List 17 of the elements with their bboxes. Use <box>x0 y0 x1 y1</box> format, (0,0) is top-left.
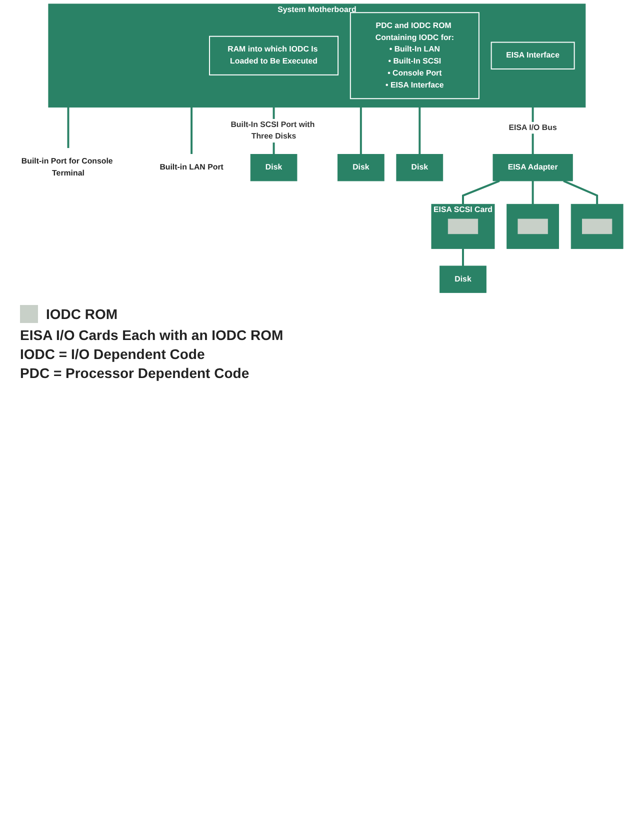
connector <box>563 180 598 204</box>
connector <box>532 180 534 204</box>
connector <box>418 107 421 154</box>
connector <box>190 107 193 154</box>
note-text: IODC = I/O Dependent Code <box>20 346 206 362</box>
connector <box>67 107 70 148</box>
node-box <box>582 218 612 234</box>
cluster <box>506 204 560 249</box>
connector <box>360 107 362 154</box>
cluster <box>570 204 624 249</box>
node-box <box>448 218 478 234</box>
note-text: PDC = Processor Dependent Code <box>20 364 250 381</box>
connector <box>462 248 464 266</box>
node-box <box>518 218 548 234</box>
legend-text: IODC ROM <box>46 306 118 322</box>
connector <box>462 180 500 204</box>
note-text: EISA I/O Cards Each with an IODC ROM <box>20 326 284 343</box>
